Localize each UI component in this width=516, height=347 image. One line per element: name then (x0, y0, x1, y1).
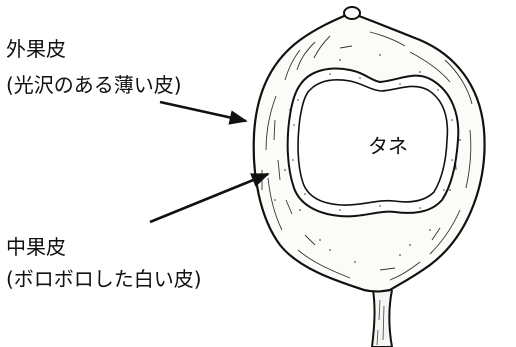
outer-pericarp-description: (光沢のある薄い皮) (6, 74, 182, 96)
arrow-outer-pericarp (160, 102, 246, 121)
top-nub (344, 7, 360, 19)
middle-pericarp-label: 中果皮 (6, 236, 66, 258)
seed-label: タネ (368, 135, 408, 157)
outer-pericarp-label: 外果皮 (6, 38, 66, 60)
middle-pericarp-description: (ボロボロした白い皮) (6, 268, 202, 290)
stem (372, 290, 392, 347)
arrow-middle-pericarp (150, 174, 268, 222)
